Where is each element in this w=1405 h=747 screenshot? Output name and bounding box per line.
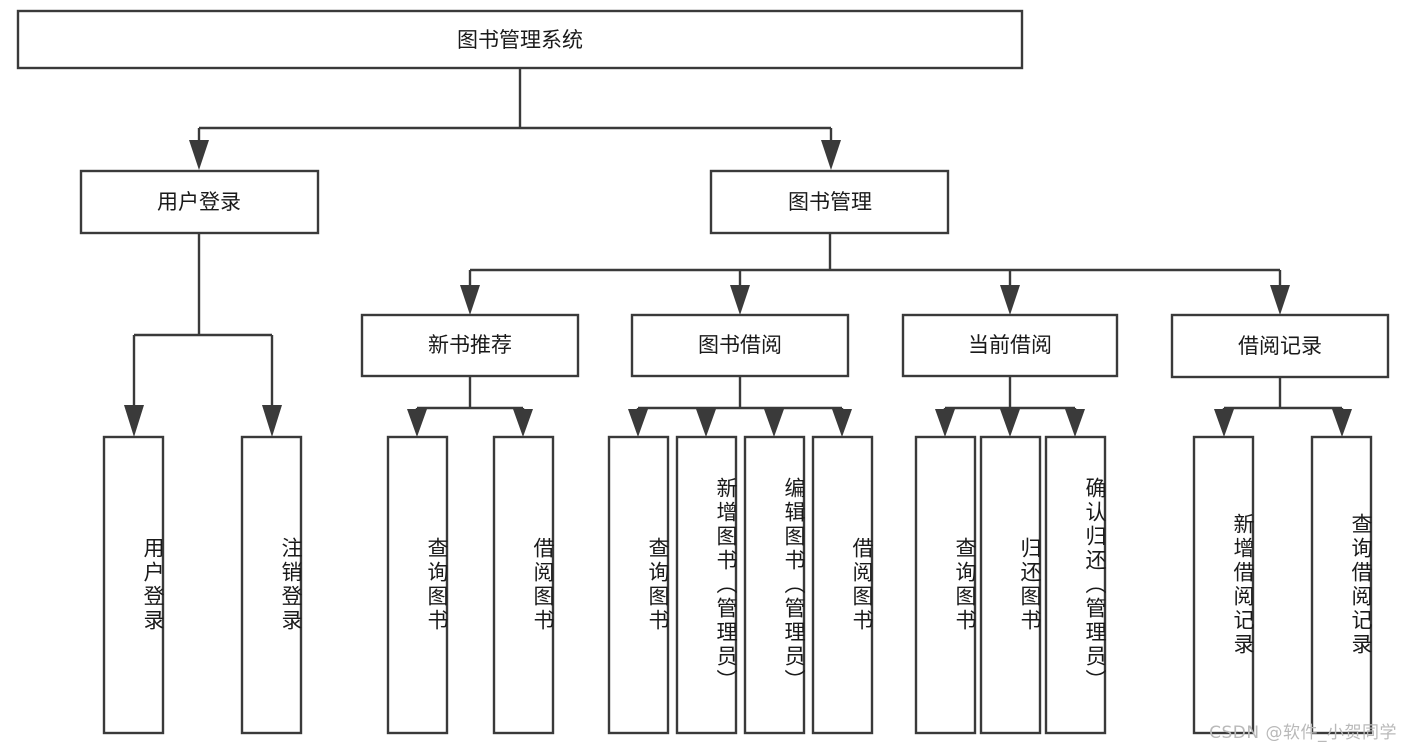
- node-borrow-record-label: 借阅记录: [1238, 334, 1322, 358]
- leaf-box-borrow-book-bb[interactable]: [811, 435, 874, 735]
- node-borrow-record[interactable]: 借阅记录: [1170, 313, 1390, 379]
- arrow-head-icon: [696, 409, 716, 437]
- arrow-head-icon: [1065, 409, 1085, 437]
- arrow-head-icon: [513, 409, 533, 437]
- leaf-box-add-book[interactable]: [675, 435, 738, 735]
- arrow-head-icon: [407, 409, 427, 437]
- leaf-box-borrow-book-nb[interactable]: [492, 435, 555, 735]
- node-current-borrow[interactable]: 当前借阅: [901, 313, 1119, 378]
- node-current-borrow-label: 当前借阅: [968, 333, 1052, 357]
- node-root[interactable]: 图书管理系统: [16, 9, 1024, 70]
- connector-borrowrecord-to-leaves: [1214, 377, 1352, 437]
- arrow-head-icon: [124, 405, 144, 437]
- leaf-box-edit-book[interactable]: [743, 435, 806, 735]
- leaf-box-query-book-nb[interactable]: [386, 435, 449, 735]
- node-book-borrow[interactable]: 图书借阅: [630, 313, 850, 378]
- connector-bookborrow-to-leaves: [628, 376, 852, 437]
- node-book-borrow-label: 图书借阅: [698, 333, 782, 357]
- arrow-head-icon: [935, 409, 955, 437]
- node-user-login-label: 用户登录: [157, 190, 241, 214]
- leaf-box-query-record[interactable]: [1310, 435, 1373, 735]
- connector-bookmgmt-to-level2: [460, 233, 1290, 315]
- leaf-box-return-book[interactable]: [979, 435, 1042, 735]
- arrow-head-icon: [628, 409, 648, 437]
- leaf-box-query-book-bb[interactable]: [607, 435, 670, 735]
- node-book-management-label: 图书管理: [788, 190, 872, 214]
- arrow-head-icon: [730, 285, 750, 315]
- arrow-head-icon: [460, 285, 480, 315]
- node-book-management[interactable]: 图书管理: [709, 169, 950, 235]
- arrow-head-icon: [821, 140, 841, 170]
- node-new-book-recommend[interactable]: 新书推荐: [360, 313, 580, 378]
- node-user-login[interactable]: 用户登录: [79, 169, 320, 235]
- arrow-head-icon: [1332, 409, 1352, 437]
- node-new-book-recommend-label: 新书推荐: [428, 333, 512, 357]
- arrow-head-icon: [189, 140, 209, 170]
- leaf-box-add-record[interactable]: [1192, 435, 1255, 735]
- leaf-boxes: [102, 435, 1373, 735]
- leaf-box-logout-login[interactable]: [240, 435, 303, 735]
- arrow-head-icon: [262, 405, 282, 437]
- watermark: CSDN @软件_小贺同学: [1209, 723, 1397, 743]
- arrow-head-icon: [1214, 409, 1234, 437]
- leaf-box-confirm-return[interactable]: [1044, 435, 1107, 735]
- arrow-head-icon: [1000, 285, 1020, 315]
- node-root-label: 图书管理系统: [457, 28, 583, 52]
- arrow-head-icon: [1000, 409, 1020, 437]
- connector-newbook-to-leaves: [407, 376, 533, 437]
- arrow-head-icon: [764, 409, 784, 437]
- connector-userlogin-to-leaves: [124, 233, 282, 437]
- connector-root-to-level1: [189, 68, 841, 170]
- connector-currentborrow-to-leaves: [935, 376, 1085, 437]
- arrow-head-icon: [832, 409, 852, 437]
- leaf-box-query-book-cb[interactable]: [914, 435, 977, 735]
- arrow-head-icon: [1270, 285, 1290, 315]
- leaf-box-user-login[interactable]: [102, 435, 165, 735]
